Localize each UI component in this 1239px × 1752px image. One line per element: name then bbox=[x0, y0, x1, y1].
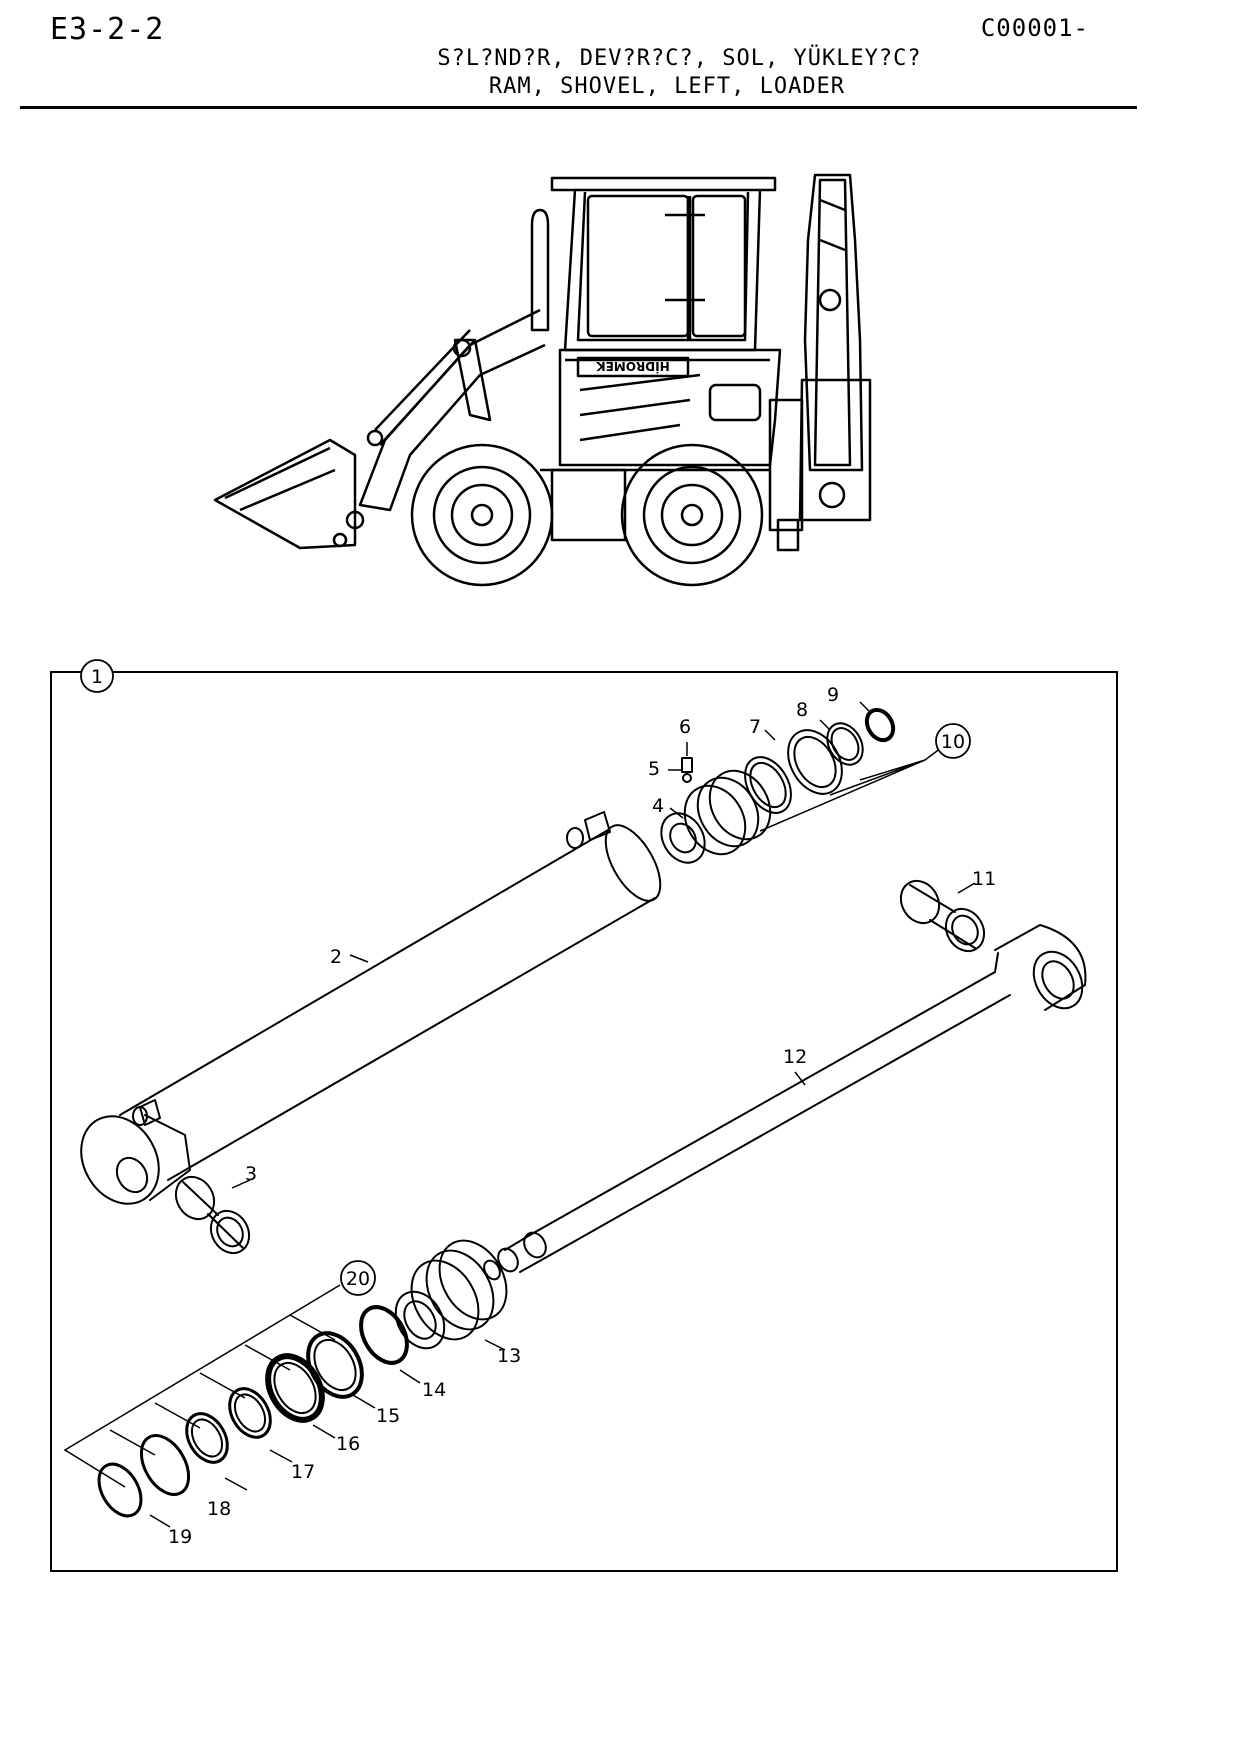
title-english: RAM, SHOVEL, LEFT, LOADER bbox=[488, 74, 846, 99]
part-label-2: 2 bbox=[330, 946, 342, 968]
part-cylinder-barrel bbox=[80, 811, 662, 1205]
part-label-9: 9 bbox=[827, 684, 839, 706]
part-seal-19 bbox=[139, 1434, 191, 1496]
callout-circle-10 bbox=[935, 723, 971, 759]
part-seal-20 bbox=[97, 1462, 143, 1518]
part-gland-head bbox=[660, 769, 772, 864]
diagram-frame bbox=[50, 671, 1118, 1572]
part-seal-18 bbox=[185, 1412, 229, 1464]
assembly-label: 1 bbox=[91, 666, 103, 688]
part-label-11: 11 bbox=[972, 868, 996, 890]
part-piston bbox=[394, 1239, 508, 1350]
part-label-15: 15 bbox=[376, 1405, 400, 1427]
part-label-19: 19 bbox=[168, 1526, 192, 1548]
part-label-18: 18 bbox=[207, 1498, 231, 1520]
part-piston-rod bbox=[483, 924, 1087, 1281]
part-label-13: 13 bbox=[497, 1345, 521, 1367]
part-label-4: 4 bbox=[652, 795, 664, 817]
part-label-7: 7 bbox=[749, 716, 761, 738]
part-label-3: 3 bbox=[245, 1163, 257, 1185]
part-label-17: 17 bbox=[291, 1461, 315, 1483]
part-label-5: 5 bbox=[648, 758, 660, 780]
header-rule bbox=[20, 106, 1137, 109]
part-label-8: 8 bbox=[796, 699, 808, 721]
document-code: E3-2-2 bbox=[50, 12, 165, 47]
part-label-20: 20 bbox=[346, 1268, 370, 1290]
assembly-callout-circle bbox=[80, 659, 114, 693]
part-bush-barrel bbox=[174, 1175, 251, 1255]
part-wiper-9 bbox=[864, 707, 896, 743]
part-label-10: 10 bbox=[941, 731, 965, 753]
machine-brand-mark: HİDROMEK bbox=[596, 359, 670, 374]
part-label-12: 12 bbox=[783, 1046, 807, 1068]
part-seal-14 bbox=[359, 1305, 409, 1365]
part-bush-rod bbox=[899, 879, 986, 953]
catalog-code: C00001- bbox=[980, 14, 1089, 42]
machine-illustration: HİDROMEK bbox=[213, 173, 872, 587]
part-seal-16 bbox=[265, 1353, 325, 1423]
callout-circle-20 bbox=[340, 1260, 376, 1296]
part-label-14: 14 bbox=[422, 1379, 446, 1401]
title-turkish: S?L?ND?R, DEV?R?C?, SOL, YÜKLEY?C? bbox=[437, 46, 922, 71]
part-o-ring-8 bbox=[826, 722, 864, 766]
part-label-16: 16 bbox=[336, 1433, 360, 1455]
part-label-6: 6 bbox=[679, 716, 691, 738]
part-seal-7 bbox=[744, 756, 792, 814]
part-grease-nipple bbox=[681, 757, 693, 783]
